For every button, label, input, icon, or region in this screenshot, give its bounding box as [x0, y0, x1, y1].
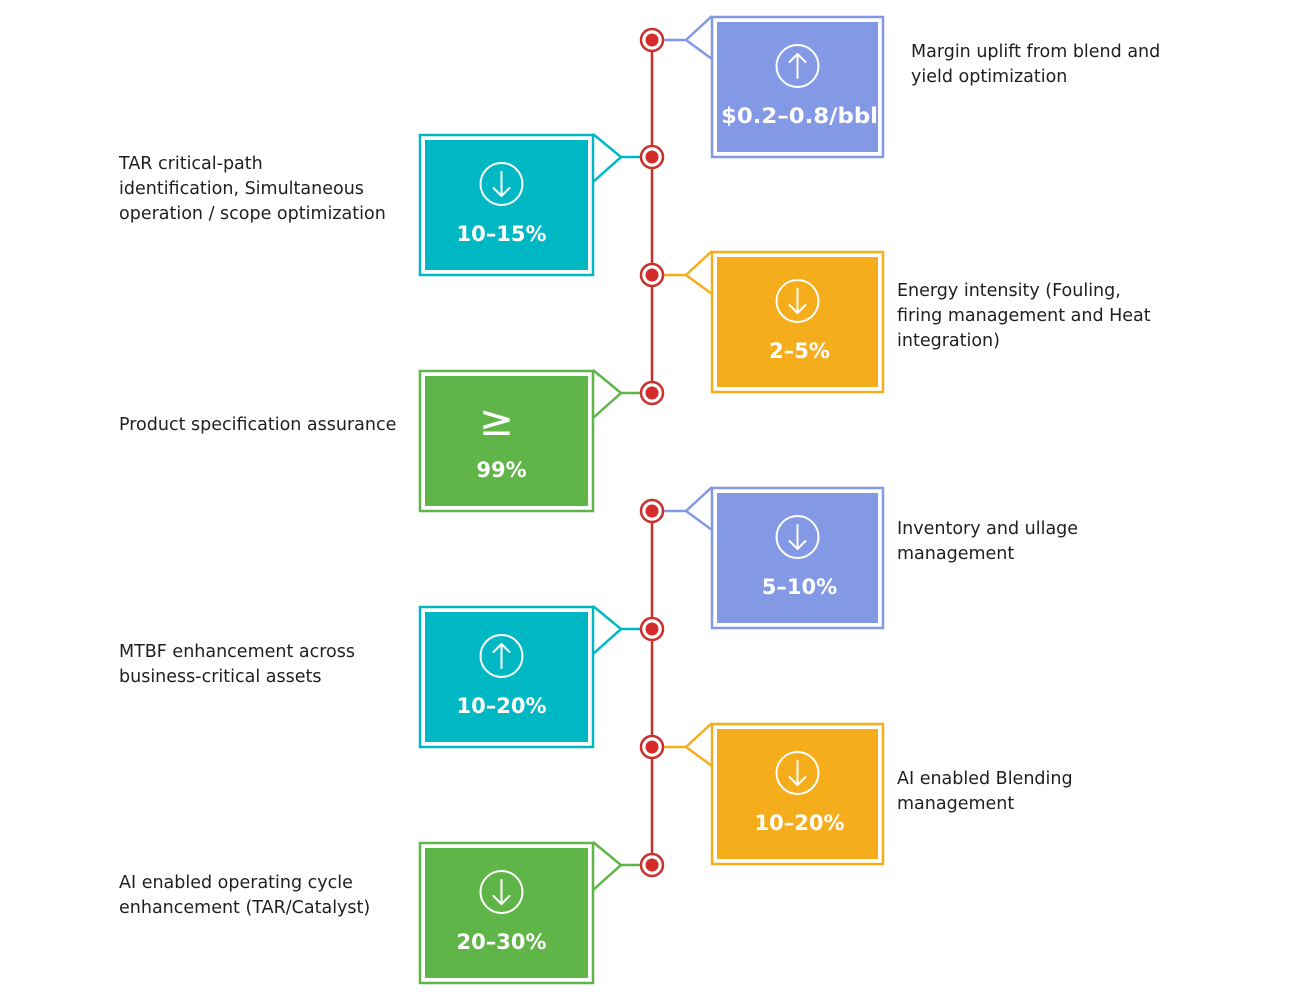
description-line: Inventory and ullage: [897, 519, 1079, 539]
metric-value: 2–5%: [769, 339, 830, 363]
metric-value: $0.2–0.8/bbl: [721, 104, 878, 128]
metric-description: Product specification assurance: [119, 413, 396, 438]
arrow-up-icon: [775, 44, 820, 88]
timeline-node-core: [645, 504, 659, 518]
description-line: management: [897, 794, 1015, 814]
description-line: Product specification assurance: [119, 415, 397, 435]
metric-value: 20–30%: [457, 930, 547, 954]
description-line: AI enabled operating cycle: [119, 873, 353, 893]
description-line: Energy intensity (Fouling,: [897, 281, 1121, 301]
metric-card-frame: [418, 605, 595, 749]
description-line: enhancement (TAR/Catalyst): [119, 898, 371, 918]
metric-value: 99%: [476, 458, 526, 482]
timeline-node-core: [645, 150, 659, 164]
timeline-item: 10–20%: [418, 605, 665, 749]
arrow-down-icon: [775, 515, 820, 559]
description-line: integration): [897, 331, 1000, 351]
timeline-node-core: [645, 386, 659, 400]
metric-description: Inventory and ullage management: [897, 517, 1078, 567]
arrow-down-icon: [775, 751, 820, 795]
metric-card-frame: [418, 133, 595, 277]
timeline-node-core: [645, 268, 659, 282]
description-line: Margin uplift from blend and: [911, 42, 1161, 62]
description-line: operation / scope optimization: [119, 204, 386, 224]
description-line: MTBF enhancement across: [119, 642, 356, 662]
metric-description: Margin uplift from blend and yield optimi…: [911, 40, 1160, 90]
arrow-up-icon: [479, 634, 524, 678]
metric-value: 10–15%: [457, 222, 547, 246]
timeline-node-core: [645, 858, 659, 872]
callout-pointer: [592, 369, 623, 419]
callout-pointer: [684, 15, 713, 61]
timeline-item: 2–5%: [639, 250, 885, 394]
timeline-item: ≥99%: [418, 369, 665, 513]
metric-card-frame: [710, 486, 885, 630]
arrow-down-icon: [479, 162, 524, 206]
timeline-node-core: [645, 33, 659, 47]
metric-value: 5–10%: [762, 575, 837, 599]
timeline-node-core: [645, 740, 659, 754]
greater-equal-icon: ≥: [479, 396, 514, 445]
metric-value: 10–20%: [457, 694, 547, 718]
metric-card-frame: [710, 722, 885, 866]
description-line: AI enabled Blending: [897, 769, 1073, 789]
callout-pointer: [592, 841, 623, 891]
metric-description: Energy intensity (Fouling, firing managem…: [897, 279, 1151, 354]
metric-description: MTBF enhancement across business-critical…: [119, 640, 355, 690]
metric-description: TAR critical-path identification, Simulta…: [119, 152, 386, 227]
metric-description: AI enabled operating cycle enhancement (T…: [119, 871, 370, 921]
metric-description: AI enabled Blending management: [897, 767, 1073, 817]
callout-pointer: [592, 133, 623, 183]
timeline-item: 20–30%: [418, 841, 665, 985]
metric-value: 10–20%: [755, 811, 845, 835]
metric-card-frame: [710, 250, 885, 394]
metric-card-frame: [418, 841, 595, 985]
callout-pointer: [684, 722, 713, 768]
callout-pointer: [592, 605, 623, 655]
metric-card-frame: [418, 369, 595, 513]
timeline-item: 10–15%: [418, 133, 665, 277]
description-line: yield optimization: [911, 67, 1068, 87]
arrow-down-icon: [479, 870, 524, 914]
callout-pointer: [684, 486, 713, 532]
timeline-item: $0.2–0.8/bbl: [639, 15, 885, 159]
callout-pointer: [684, 250, 713, 296]
description-line: firing management and Heat: [897, 306, 1151, 326]
timeline-item: 10–20%: [639, 722, 885, 866]
arrow-down-icon: [775, 279, 820, 323]
timeline-item: 5–10%: [639, 486, 885, 630]
metric-card: [425, 376, 588, 506]
description-line: identification, Simultaneous: [119, 179, 364, 199]
metric-card-frame: [710, 15, 885, 159]
timeline-node-core: [645, 622, 659, 636]
description-line: TAR critical-path: [119, 154, 263, 174]
description-line: business-critical assets: [119, 667, 322, 687]
description-line: management: [897, 544, 1015, 564]
